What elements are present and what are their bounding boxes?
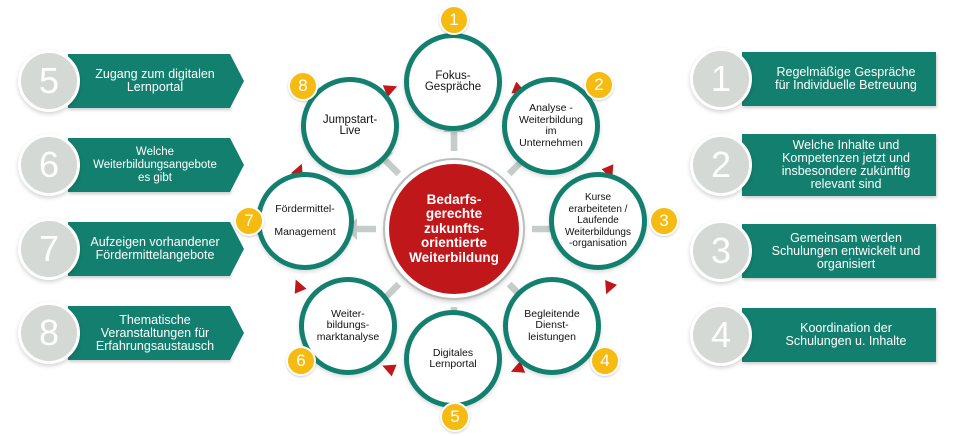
left-list-box: Welche Weiterbildungsangebote es gibt [68,138,244,192]
cycle-node-3: Kurse erarbeiteten / Laufende Weiterbild… [549,172,647,270]
right-list-number: 4 [690,304,752,366]
cycle-arrow [605,280,617,295]
right-list-number: 1 [690,48,752,110]
right-list-box: Gemeinsam werden Schulungen entwickelt u… [742,224,936,278]
left-list-item-8: Thematische Veranstaltungen für Erfahrun… [18,302,244,366]
left-list-item-6: Welche Weiterbildungsangebote es gibt 6 [18,134,244,198]
cycle-arrow [382,364,397,377]
right-list-text: Regelmäßige Gespräche für Individuelle B… [775,65,917,92]
left-list-text: Zugang zum digitalen Lernportal [95,67,215,94]
cycle-badge-2: 2 [584,70,614,100]
cycle-badge-3: 3 [649,206,679,236]
left-list-box: Zugang zum digitalen Lernportal [68,54,244,108]
cycle-node-5: Digitales Lernportal [404,310,502,408]
right-list-number: 2 [690,134,752,196]
cycle-node-label: Digitales Lernportal [429,346,477,370]
cycle-badge-8: 8 [288,71,318,101]
cycle-node-label: Jumpstart- Live [322,113,378,137]
left-list-number: 5 [18,50,80,112]
right-list-item-1: Regelmäßige Gespräche für Individuelle B… [690,48,940,112]
right-list-box: Koordination der Schulungen u. Inhalte [742,308,936,362]
cycle-arrow [294,279,307,294]
left-list-box: Aufzeigen vorhandener Fördermittelangebo… [68,222,244,276]
right-list-item-4: Koordination der Schulungen u. Inhalte 4 [690,304,940,368]
cycle-node-4: Begleitende Dienst- leistungen [503,277,601,375]
left-list-item-7: Aufzeigen vorhandener Fördermittelangebo… [18,218,244,282]
cycle-node-label: Kurse erarbeiteten / Laufende Weiterbild… [565,192,631,250]
right-list-text: Gemeinsam werden Schulungen entwickelt u… [771,230,921,271]
cycle-node-8: Jumpstart- Live [301,77,399,175]
left-list-box: Thematische Veranstaltungen für Erfahrun… [68,306,244,360]
cycle-node-label: Fokus- Gespräche [424,69,482,93]
cycle-badge-6: 6 [286,346,316,376]
right-list-item-3: Gemeinsam werden Schulungen entwickelt u… [690,220,940,284]
cycle-badge-1: 1 [439,5,469,35]
left-list-text: Aufzeigen vorhandener Fördermittelangebo… [90,235,220,262]
cycle-node-label: Analyse - Weiterbildung im Unternehmen [518,102,583,149]
cycle-badge-4: 4 [590,346,620,376]
cycle-node-2: Analyse - Weiterbildung im Unternehmen [502,77,600,175]
center-goal: Bedarfs- gerechte zukunfts- orientierte … [385,160,523,298]
right-list-text: Koordination der Schulungen u. Inhalte [785,321,907,348]
right-list-text: Welche Inhalte und Kompetenzen jetzt und… [781,138,911,191]
left-list-number: 8 [18,302,80,364]
cycle-node-label: Weiter- bildungs- marktanalyse [316,307,380,343]
right-list-number: 3 [690,220,752,282]
left-list-text: Welche Weiterbildungsangebote es gibt [93,145,217,184]
left-list-number: 7 [18,218,80,280]
right-list-box: Welche Inhalte und Kompetenzen jetzt und… [742,134,936,196]
cycle-node-label: Fördermittel- Management [274,202,336,238]
left-list-text: Thematische Veranstaltungen für Erfahrun… [95,312,215,353]
cycle-node-label: Begleitende Dienst- leistungen [524,307,580,343]
cycle-arrow [382,85,398,98]
cycle-node-1: Fokus- Gespräche [404,33,502,131]
cycle-badge-5: 5 [440,402,470,432]
right-list-box: Regelmäßige Gespräche für Individuelle B… [742,52,936,106]
right-list-item-2: Welche Inhalte und Kompetenzen jetzt und… [690,134,940,198]
cycle-node-7: Fördermittel- Management [256,172,354,270]
cycle-badge-7: 7 [234,206,264,236]
left-list-number: 6 [18,134,80,196]
left-list-item-5: Zugang zum digitalen Lernportal 5 [18,50,244,114]
center-text: Bedarfs- gerechte zukunfts- orientierte … [409,191,499,265]
cycle-arrow [510,360,526,373]
